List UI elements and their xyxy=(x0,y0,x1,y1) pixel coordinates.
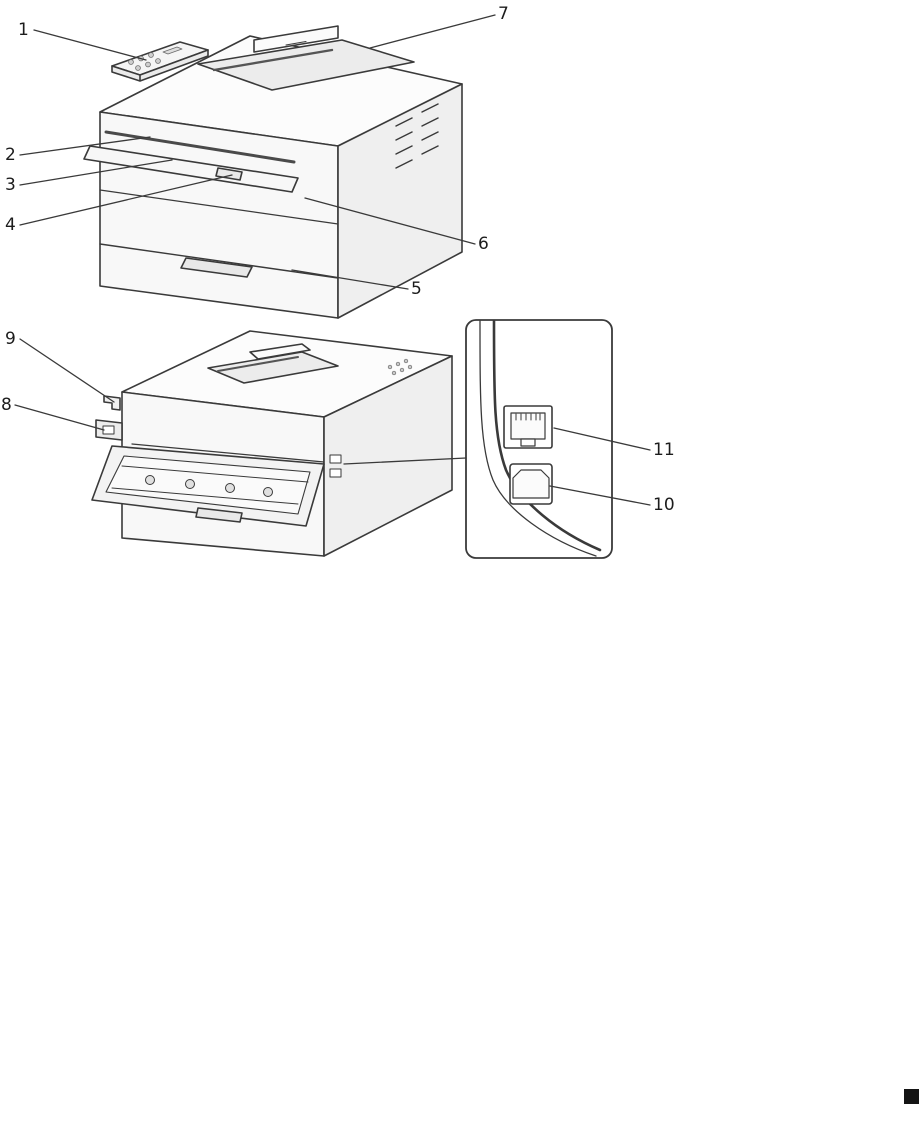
callout-label-11: 11 xyxy=(653,440,675,460)
printer-right-face xyxy=(337,83,463,319)
rear-view-drawing xyxy=(91,330,453,557)
usb-port xyxy=(509,463,553,505)
callout-label-10: 10 xyxy=(653,495,675,515)
network-port xyxy=(503,405,553,449)
front-cover-seam xyxy=(99,189,339,225)
manual-feed-slot-cover xyxy=(83,145,299,193)
callout-label-5: 5 xyxy=(411,279,422,299)
rear-output-recess xyxy=(207,343,339,384)
leader-line-11 xyxy=(553,427,651,451)
paper-tray xyxy=(99,243,339,279)
callout-label-4: 4 xyxy=(5,215,16,235)
leader-line-6 xyxy=(304,197,476,245)
leader-line-9 xyxy=(19,338,115,403)
back-cover-latch xyxy=(103,395,121,411)
callout-label-6: 6 xyxy=(478,234,489,254)
rear-side-face xyxy=(323,355,453,557)
back-cover-handle xyxy=(195,507,243,523)
leader-line-4 xyxy=(19,174,233,226)
callout-label-3: 3 xyxy=(5,175,16,195)
panel-edge-curve-outer xyxy=(492,319,602,552)
rear-control-buttons xyxy=(387,358,413,376)
leader-line-2 xyxy=(19,136,151,156)
back-cover xyxy=(91,443,325,527)
callout-label-1: 1 xyxy=(18,20,29,40)
paper-tray-handle xyxy=(180,257,253,278)
page-corner-marker xyxy=(904,1089,919,1104)
rear-port-markers xyxy=(329,454,342,478)
callout-label-7: 7 xyxy=(498,4,509,24)
callout-label-2: 2 xyxy=(5,145,16,165)
inset-connector-line xyxy=(343,457,467,465)
leader-line-8 xyxy=(14,404,105,431)
leader-line-3 xyxy=(19,159,173,186)
output-tray xyxy=(197,25,415,91)
output-support-flap xyxy=(253,25,339,53)
ac-power-connector xyxy=(95,419,123,441)
manual-feed-slot xyxy=(104,130,296,164)
callout-label-8: 8 xyxy=(1,395,12,415)
leader-line-5 xyxy=(291,269,409,290)
output-slot xyxy=(212,48,334,72)
leader-line-1 xyxy=(33,29,147,61)
control-panel xyxy=(111,41,209,82)
callout-leader-lines xyxy=(14,14,651,506)
leader-line-7 xyxy=(369,14,496,49)
leader-line-10 xyxy=(549,485,651,506)
ventilation-slots xyxy=(395,103,439,169)
printer-front-face xyxy=(99,111,339,319)
front-view-drawing xyxy=(83,25,463,319)
panel-edge-curve-inner xyxy=(479,320,597,557)
callout-label-9: 9 xyxy=(5,329,16,349)
ports-inset xyxy=(465,319,613,559)
